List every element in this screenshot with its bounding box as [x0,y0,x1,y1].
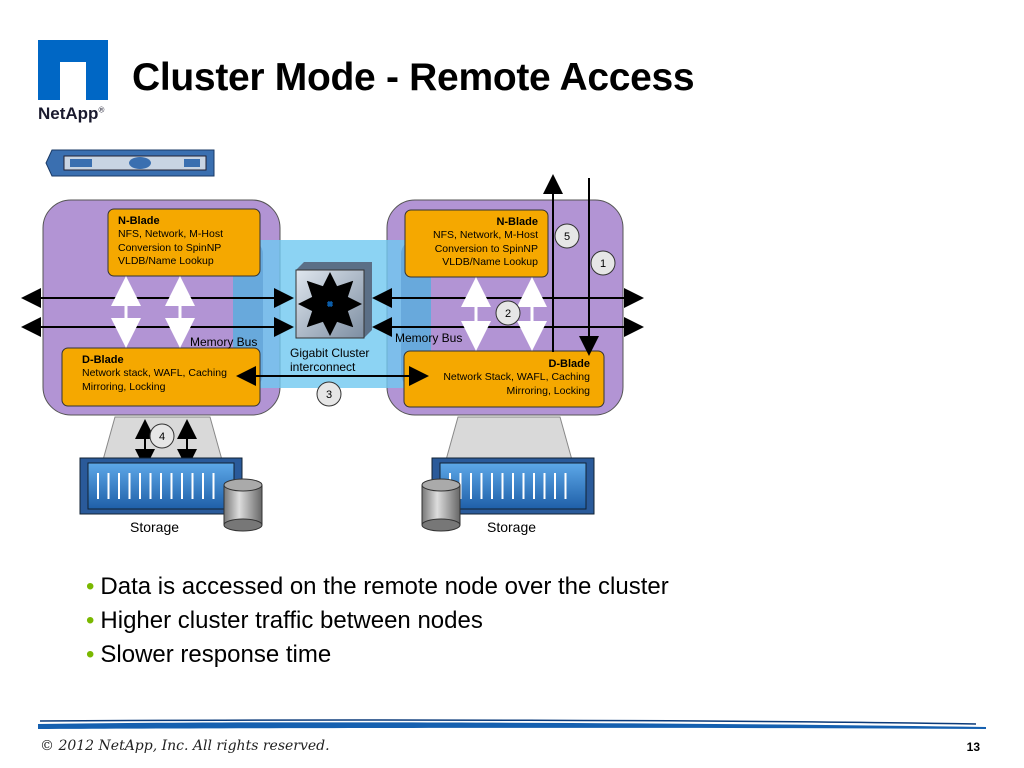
right-pedestal [445,416,573,461]
step-circle-1: 1 [590,250,616,276]
bullet-item: •Data is accessed on the remote node ove… [86,573,669,600]
step-circle-5: 5 [554,223,580,249]
step-circle-2: 2 [495,300,521,326]
interconnect-label: Gigabit Cluster interconnect [290,346,370,374]
copyright-text: © 2012 NetApp, Inc. All rights reserved. [40,738,330,754]
page-title: Cluster Mode - Remote Access [132,56,695,99]
cluster-diagram: 5 1 2 3 4 [21,149,644,532]
left-memory-bus-label: Memory Bus [190,335,258,349]
cluster-switch-icon [295,262,372,339]
svg-text:1: 1 [600,258,606,270]
svg-text:3: 3 [326,389,332,401]
brand-name: NetApp® [38,104,105,123]
right-disk-icon [421,478,461,532]
bullet-item: •Higher cluster traffic between nodes [86,607,483,634]
svg-text:4: 4 [159,431,165,443]
server-device-icon [45,149,215,177]
right-memory-bus-label: Memory Bus [395,331,463,345]
bullet-list: •Data is accessed on the remote node ove… [86,572,669,674]
page-number: 13 [966,740,980,754]
left-storage-shelf-icon [79,457,243,515]
right-storage-label: Storage [487,519,537,535]
netapp-logo-icon [38,40,108,100]
right-dblade-text: D-Blade Network Stack, WAFL, Caching Mir… [443,358,590,397]
left-storage-label: Storage [130,519,180,535]
left-nblade-text: N-Blade NFS, Network, M-Host Conversion … [118,215,224,267]
svg-text:2: 2 [505,308,511,320]
step-circle-3: 3 [316,381,342,407]
right-nblade-text: N-Blade NFS, Network, M-Host Conversion … [432,216,538,268]
step-circle-4: 4 [149,423,175,449]
left-disk-icon [223,478,263,532]
footer-rule [38,719,986,729]
bullet-item: •Slower response time [86,641,332,668]
left-dblade-text: D-Blade Network stack, WAFL, Caching Mir… [82,354,227,393]
svg-text:5: 5 [564,231,570,243]
